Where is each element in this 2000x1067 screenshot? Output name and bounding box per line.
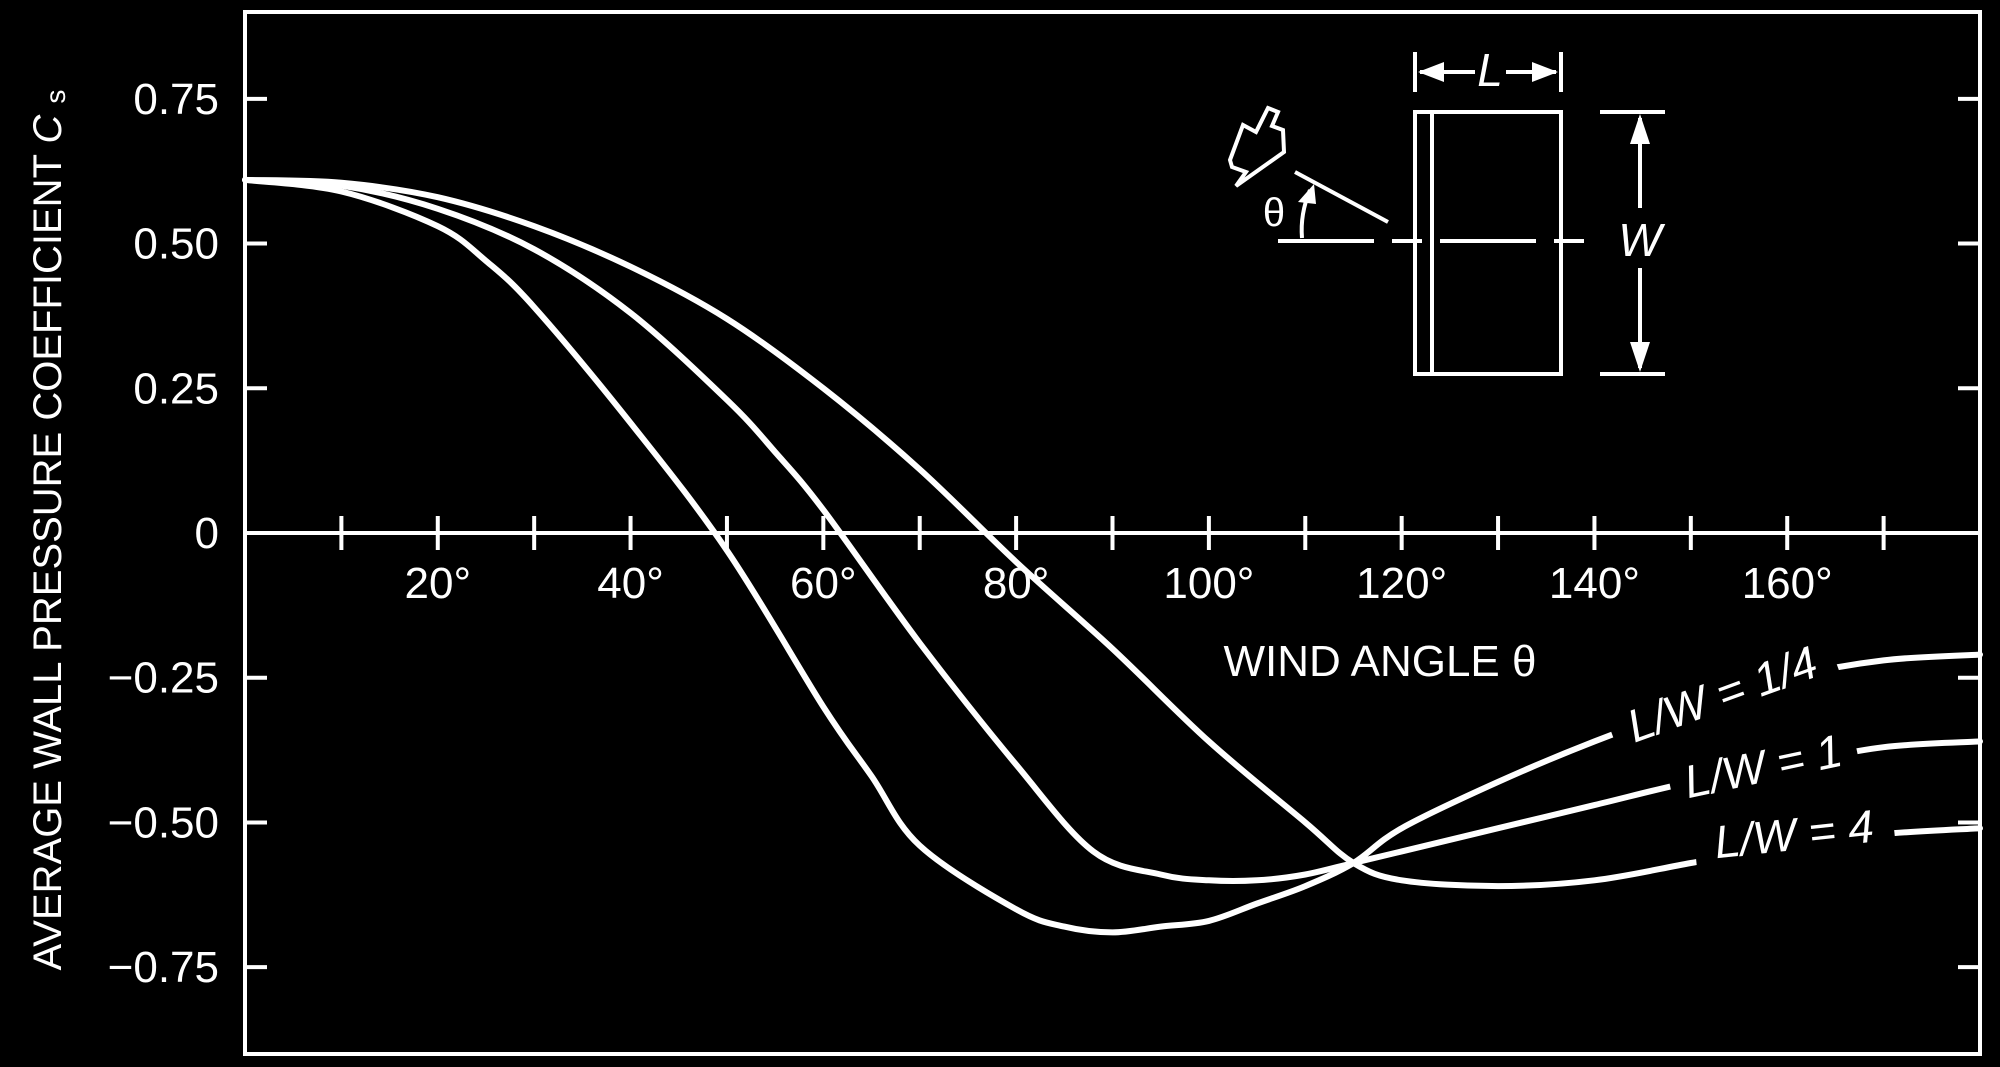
length-arrowhead-right — [1532, 62, 1558, 82]
y-axis-title: AVERAGE WALL PRESSURE COEFFICIENT C s — [26, 90, 72, 971]
y-tick-label: 0.75 — [133, 75, 219, 124]
width-arrowhead-top — [1630, 114, 1650, 144]
x-tick-label: 60° — [790, 559, 857, 608]
x-tick-label: 40° — [597, 559, 664, 608]
y-axis-symbol: C — [26, 114, 70, 144]
y-axis-label: AVERAGE WALL PRESSURE COEFFICIENT — [26, 154, 70, 970]
x-tick-label: 20° — [405, 559, 472, 608]
svg-text:AVERAGE WALL PRESSURE COEFFICI: AVERAGE WALL PRESSURE COEFFICIENT C s — [26, 90, 72, 971]
series-line — [242, 176, 1983, 890]
wind-direction-line — [1294, 170, 1389, 224]
ticks-layer: 20°40°60°80°100°120°140°160°0.750.500.25… — [108, 75, 1980, 992]
y-tick-label: 0.50 — [133, 220, 219, 269]
label-backing — [1691, 795, 1897, 873]
x-tick-label: 160° — [1742, 559, 1833, 608]
x-tick-label: 140° — [1549, 559, 1640, 608]
width-arrowhead-bottom — [1630, 342, 1650, 372]
y-tick-label: −0.25 — [108, 654, 219, 703]
angle-arc-arrowhead — [1298, 184, 1316, 204]
y-tick-label: −0.50 — [108, 798, 219, 847]
series-line — [242, 176, 1983, 936]
x-tick-label: 120° — [1356, 559, 1447, 608]
inset-angle-label: θ — [1263, 191, 1285, 235]
y-tick-label: 0 — [195, 509, 219, 558]
label-backing — [1601, 625, 1844, 763]
y-tick-label: −0.75 — [108, 943, 219, 992]
series-layer — [242, 176, 1983, 936]
building-plan-inset — [1227, 52, 1665, 376]
inset-width-label: W — [1618, 214, 1666, 266]
x-tick-label: 100° — [1163, 559, 1254, 608]
label-backing — [1664, 718, 1862, 814]
series-line — [242, 176, 1983, 885]
length-arrowhead-left — [1418, 62, 1444, 82]
inset-length-label: L — [1477, 44, 1503, 96]
y-tick-label: 0.25 — [133, 364, 219, 413]
wind-vane-icon — [1227, 105, 1287, 188]
y-axis-subscript: s — [40, 90, 71, 104]
x-axis-title: WIND ANGLE θ — [1224, 637, 1537, 686]
